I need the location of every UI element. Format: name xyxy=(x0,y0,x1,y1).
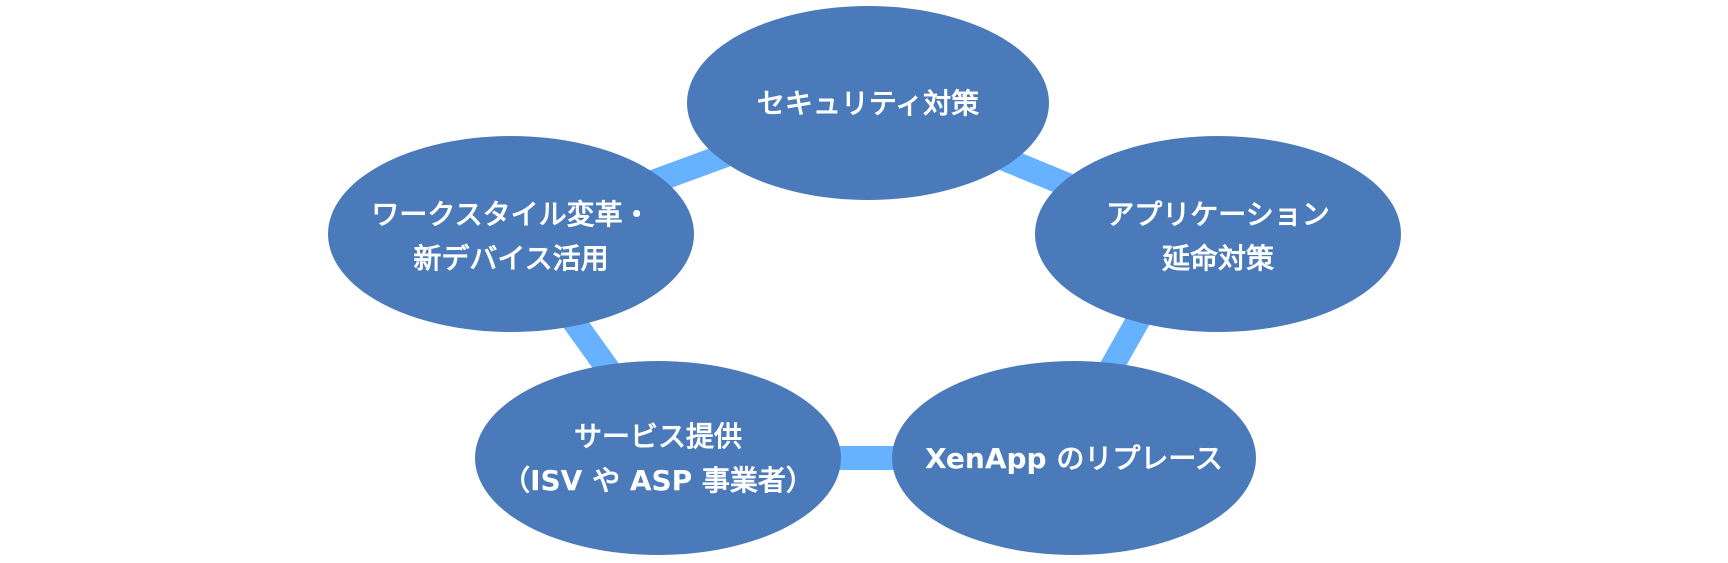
node-workstyle-label-line1: ワークスタイル変革・ xyxy=(371,198,650,231)
node-security: セキュリティ対策 xyxy=(687,6,1049,200)
node-service-label-line1: サービス提供 xyxy=(574,420,742,453)
node-app-extension-label-line1: アプリケーション xyxy=(1106,198,1329,231)
node-xenapp-ellipse xyxy=(892,361,1256,555)
node-service: サービス提供 （ISV や ASP 事業者） xyxy=(475,361,841,555)
node-app-extension-label-line2: 延命対策 xyxy=(1161,242,1274,275)
node-workstyle: ワークスタイル変革・ 新デバイス活用 xyxy=(328,136,694,332)
node-app-extension-ellipse xyxy=(1035,136,1401,332)
node-security-ellipse xyxy=(687,6,1049,200)
node-xenapp: XenApp のリプレース xyxy=(892,361,1256,555)
node-service-label-line2: （ISV や ASP 事業者） xyxy=(502,464,814,497)
node-workstyle-ellipse xyxy=(328,136,694,332)
node-xenapp-label: XenApp のリプレース xyxy=(925,442,1223,475)
node-security-label: セキュリティ対策 xyxy=(757,87,979,120)
node-workstyle-label-line2: 新デバイス活用 xyxy=(413,242,608,275)
node-service-ellipse xyxy=(475,361,841,555)
node-app-extension: アプリケーション 延命対策 xyxy=(1035,136,1401,332)
